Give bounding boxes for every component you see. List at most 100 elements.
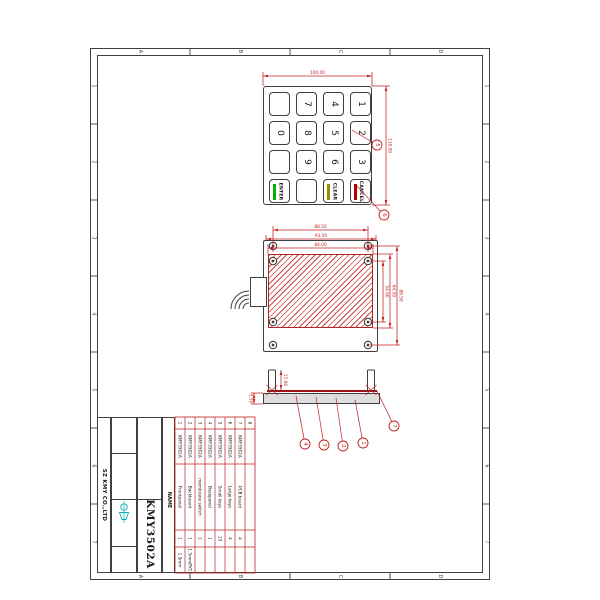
bom-part-name: PCB board xyxy=(238,486,243,508)
key-9: 9 xyxy=(296,150,317,174)
bom-part-number: KMY3502A xyxy=(188,435,193,458)
titleblock-name-header-cell xyxy=(162,417,175,573)
ribbon-cable-arc xyxy=(230,290,250,310)
stud-hatch xyxy=(266,384,278,396)
bom-part-name: Large keys xyxy=(228,486,233,509)
bom-part-name: Small keys xyxy=(218,486,223,508)
dim-arrow xyxy=(266,237,271,241)
balloon-circle xyxy=(337,440,349,452)
dim-arrow xyxy=(252,399,256,404)
balloon-leader xyxy=(354,399,364,444)
balloon-number: 2 xyxy=(340,444,346,448)
balloon-leader xyxy=(376,390,395,427)
balloon-circle xyxy=(299,438,311,450)
balloon-leader xyxy=(315,396,325,446)
dim-arrow xyxy=(395,340,399,345)
balloon-circle xyxy=(318,439,330,451)
dim-arrow xyxy=(384,200,388,205)
bom-item-no: 3 xyxy=(198,422,203,425)
key-6: 6 xyxy=(323,150,344,174)
titleblock-company-cell xyxy=(97,417,111,573)
zone-letter: D xyxy=(437,575,443,579)
bom-qty: 13 xyxy=(218,536,223,542)
key-4: 4 xyxy=(323,92,344,116)
dim-arrow xyxy=(263,74,268,78)
dim-arrow xyxy=(368,246,373,250)
balloon-circle xyxy=(388,420,400,432)
screw-center xyxy=(366,259,370,263)
key-CLEAR: CLEAR xyxy=(323,179,344,203)
balloon-circle xyxy=(378,209,390,221)
side-view-body xyxy=(263,393,380,404)
hatched-panel-area xyxy=(268,254,373,328)
key-5: 5 xyxy=(323,121,344,145)
zone-number: 5 xyxy=(91,388,97,391)
bom-part-number: KMY3502A xyxy=(208,435,213,458)
bom-item-no: 1 xyxy=(178,422,183,425)
zone-number: 2 xyxy=(91,160,97,163)
screw-center xyxy=(271,259,275,263)
dim-arrow xyxy=(279,370,283,375)
ribbon-cable-arc xyxy=(238,298,250,310)
zone-letter: D xyxy=(437,50,443,54)
screw-center xyxy=(366,320,370,324)
balloon-number: 3 xyxy=(321,443,327,447)
dim-label: 88.50 xyxy=(398,289,404,302)
ribbon-cable-arc xyxy=(234,294,250,310)
dim-arrow xyxy=(268,246,273,250)
bom-part-name: membrane switch xyxy=(198,478,203,516)
titleblock-partnumber-cell xyxy=(137,417,162,573)
bom-part-number: KMY3502A xyxy=(218,435,223,458)
zone-number: 3 xyxy=(484,236,490,239)
bom-item-no: 7 xyxy=(238,422,243,425)
balloon-number: 4 xyxy=(302,442,308,446)
dim-label: 54.00 xyxy=(384,285,390,298)
dim-arrow xyxy=(279,385,283,390)
zone-letter: C xyxy=(337,50,343,54)
dim-arrow xyxy=(273,228,278,232)
key-CANCEL: CANCEL xyxy=(350,179,371,203)
zone-letter: A xyxy=(137,575,143,579)
titleblock-divider xyxy=(112,453,136,454)
zone-number: 5 xyxy=(484,388,490,391)
bom-qty: 1 xyxy=(178,537,183,540)
zone-number: 1 xyxy=(484,84,490,87)
zone-number: 1 xyxy=(91,84,97,87)
balloon-number: 1 xyxy=(360,441,366,445)
zone-number: 4 xyxy=(91,312,97,315)
ribbon-cable-arc xyxy=(242,302,250,310)
balloon-number: 7 xyxy=(391,424,397,428)
balloon-leader xyxy=(335,397,344,447)
key-color-bar xyxy=(327,183,330,200)
bom-part-number: KMY3502A xyxy=(178,435,183,458)
sheet-inner-border xyxy=(97,55,483,573)
dim-label: 100.00 xyxy=(310,70,325,76)
zone-letter: B xyxy=(237,575,243,579)
zone-number: 6 xyxy=(91,464,97,467)
zone-number: 3 xyxy=(91,236,97,239)
key-1: 1 xyxy=(350,92,371,116)
balloon-circle xyxy=(371,139,383,151)
dim-label: 93.50 xyxy=(315,233,328,239)
bom-part-name: Frontpanel xyxy=(178,486,183,508)
bom-qty: 1 xyxy=(198,537,203,540)
key-2: 2 xyxy=(350,121,371,145)
zone-letter: C xyxy=(337,575,343,579)
bom-item-no: 2 xyxy=(188,422,193,425)
bom-item-no: 4 xyxy=(208,422,213,425)
key-blank xyxy=(296,179,317,203)
balloon-leader xyxy=(295,395,306,445)
zone-number: 7 xyxy=(91,540,97,543)
zone-number: 4 xyxy=(484,312,490,315)
dim-arrow xyxy=(371,237,376,241)
dim-arrow xyxy=(381,261,385,266)
key-7: 7 xyxy=(296,92,317,116)
key-0: 0 xyxy=(269,121,290,145)
bom-item-no: 5 xyxy=(218,422,223,425)
dim-label: 15.00 xyxy=(282,374,288,387)
dim-label: 64.50 xyxy=(391,285,397,298)
bom-qty: 4 xyxy=(228,537,233,540)
bom-part-name: Basepanel xyxy=(208,486,213,508)
